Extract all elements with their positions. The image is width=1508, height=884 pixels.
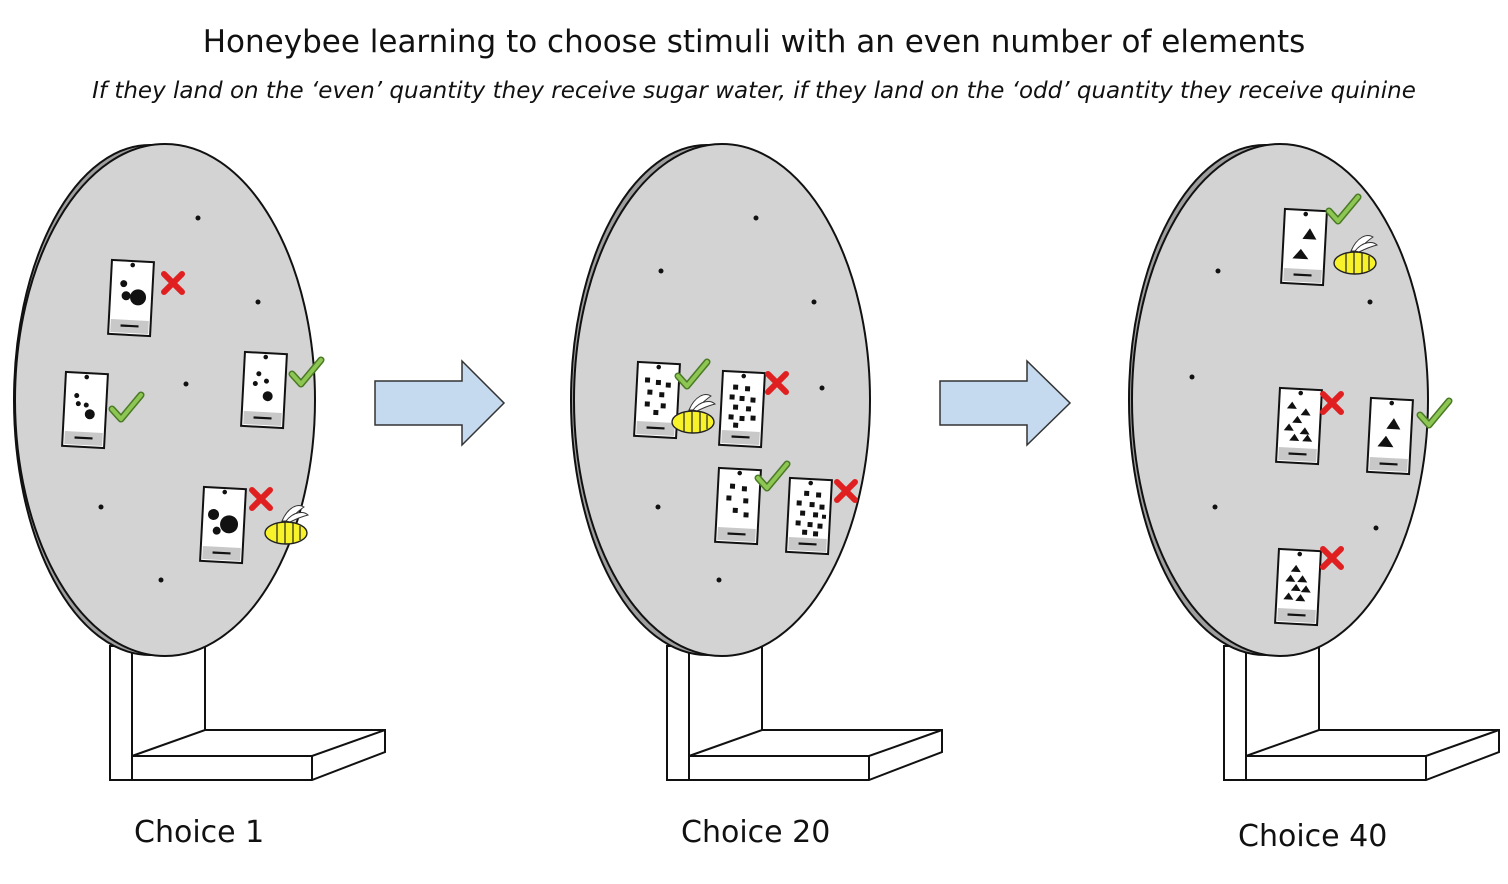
diagram-subtitle: If they land on the ‘even’ quantity they… [92,78,1416,104]
stimulus-card [1279,207,1329,287]
stimulus-card [1365,396,1415,476]
caption-choice-1: Choice 1 [134,815,265,850]
stimulus-card [713,466,763,546]
caption-choice-40: Choice 40 [1238,819,1388,854]
stand [1223,645,1500,781]
caption-choice-20: Choice 20 [681,815,831,850]
stimulus-card [60,370,110,450]
stimulus-card [1274,386,1324,466]
stimulus-card [1273,547,1323,627]
stimulus-card [784,476,834,556]
diagram-title: Honeybee learning to choose stimuli with… [202,24,1306,60]
arrow-right-icon [374,359,506,447]
panel-choice-20 [570,143,943,781]
stimulus-card [106,258,156,338]
stand [109,645,386,781]
panel-choice-40 [1128,143,1500,781]
stimulus-card [632,360,682,440]
stimulus-card [198,485,248,565]
arrow-right-icon [939,359,1072,447]
panel-choice-1 [13,143,386,781]
stimulus-card [239,350,289,430]
stimulus-card [717,369,767,449]
stand [666,645,943,781]
